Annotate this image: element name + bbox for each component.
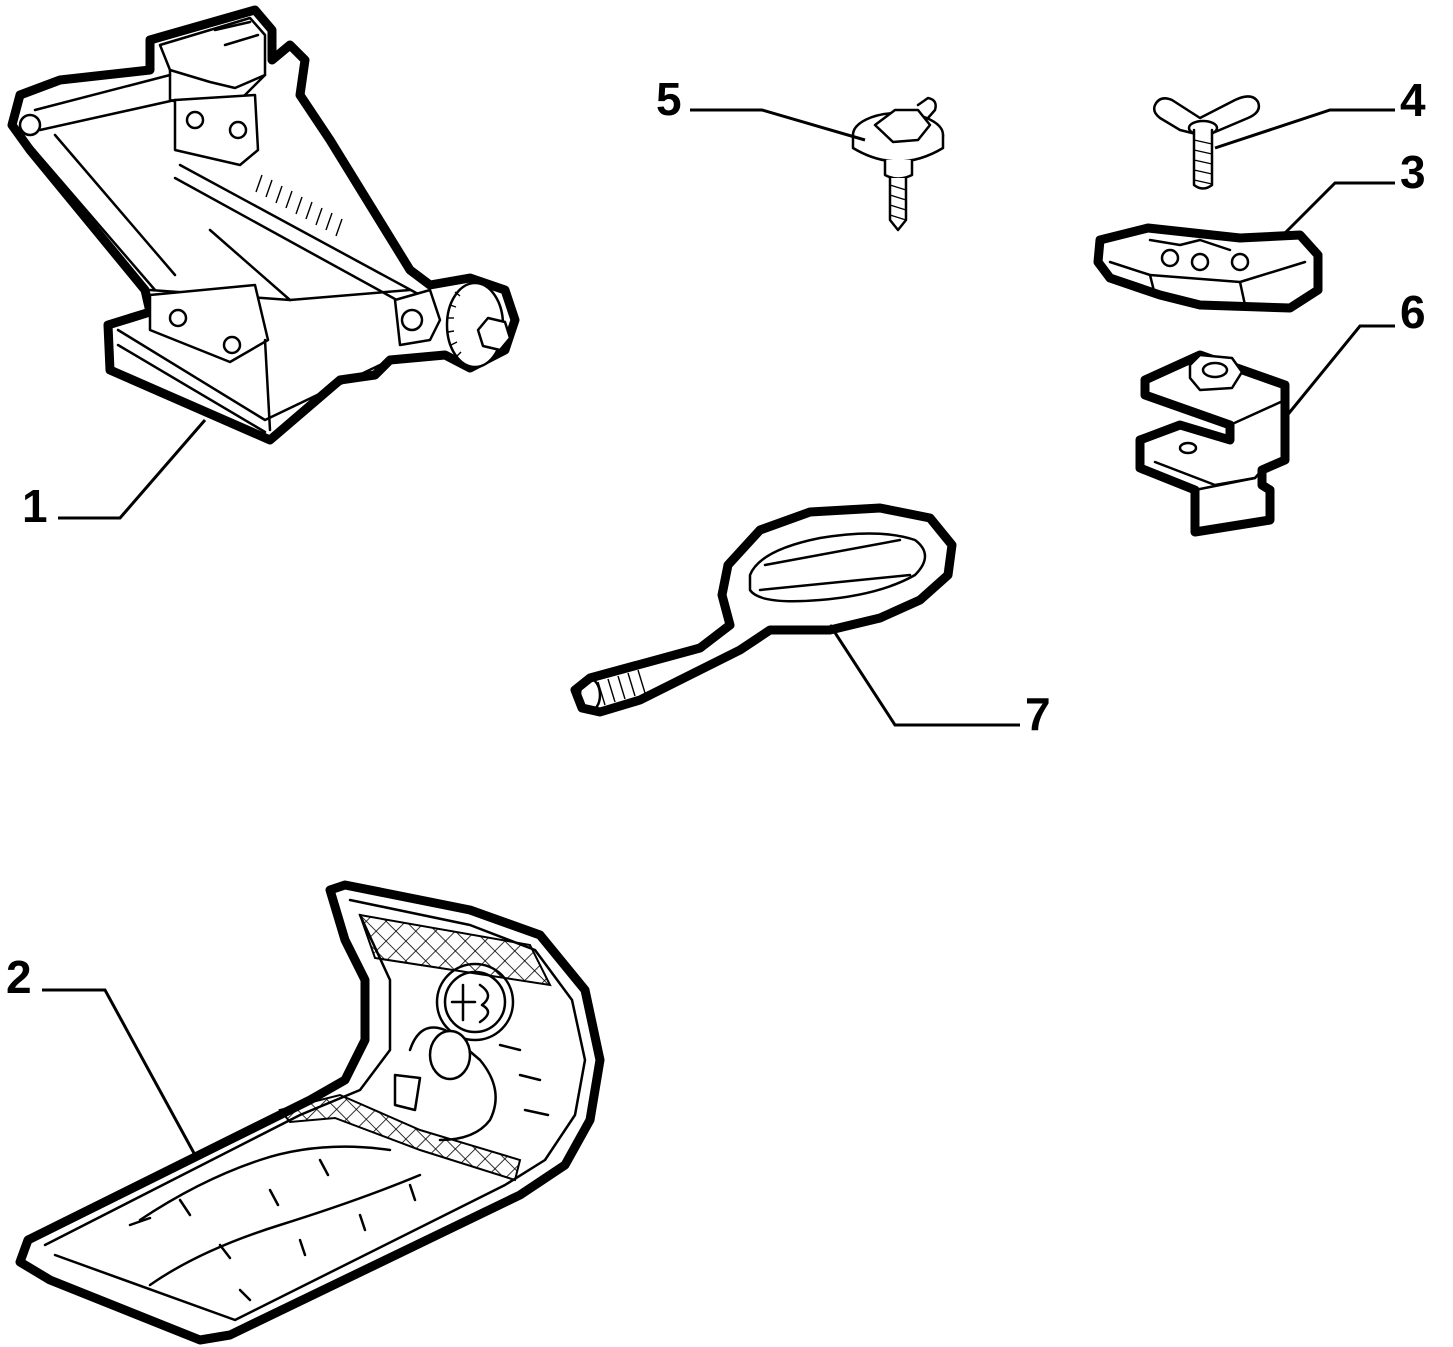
callout-2: 2 [6,951,32,1003]
callout-7: 7 [1025,688,1051,740]
callout-5: 5 [656,73,682,125]
callout-4: 4 [1400,74,1426,126]
part-2-tool-bag [15,880,605,1345]
part-7-tow-eye [570,503,957,717]
leader-lines [42,108,1395,1156]
callout-labels: 1 2 3 4 5 6 7 [6,73,1426,1003]
part-3-bracket-plate [1093,223,1323,313]
part-4-wing-bolt [1152,95,1261,190]
part-5-screw-washer [851,96,945,232]
logo-emblem-icon [435,962,515,1042]
part-1-scissor-jack [7,5,520,445]
callout-6: 6 [1400,286,1426,338]
callout-3: 3 [1400,146,1426,198]
callout-1: 1 [22,480,48,532]
part-6-clamp-bracket [1135,350,1290,537]
